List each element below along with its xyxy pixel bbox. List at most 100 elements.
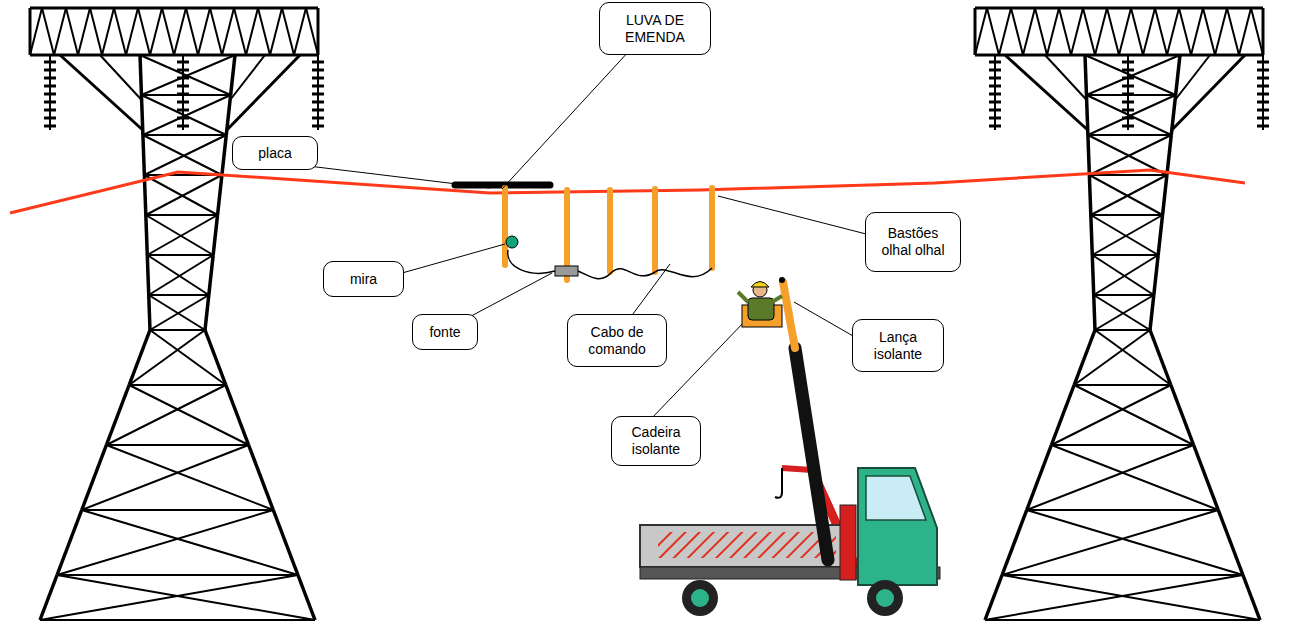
tower-strut [1002,510,1027,575]
tower-strut [106,445,273,510]
tower-strut [1023,8,1035,55]
tower-strut [1091,175,1167,215]
leader-lines [300,50,870,420]
tower-strut [209,255,213,295]
tower-strut [1167,8,1179,55]
tower-strut [999,8,1011,55]
callout-balloon: Lança isolante [852,319,944,372]
tower-strut [258,8,270,55]
tower-strut [82,510,298,575]
tower-strut [1257,101,1269,104]
tower-strut [1091,214,1163,216]
tower-strut [40,575,57,620]
truck [640,468,940,616]
callout-balloon: mira [323,261,404,297]
tower-strut [100,55,142,100]
tower-strut [1094,255,1158,295]
tower-strut [1227,8,1239,55]
tower-strut [144,135,226,175]
tower-strut [1095,330,1171,385]
tower-strut [1194,445,1219,510]
tower-strut [44,61,56,64]
tower-strut [231,55,235,95]
tower-strut [198,8,210,55]
tower-strut [1002,510,1218,575]
tower-strut [1027,445,1194,510]
tower-strut [40,619,315,621]
tower-strut [177,109,189,112]
tower-strut [106,444,248,446]
tower-strut [312,77,324,80]
tower-strut [1088,134,1171,136]
tower-strut [150,330,226,385]
tower-strut [1092,215,1162,255]
tower-strut [230,55,265,100]
tower-strut [57,575,315,620]
tower-strut [1092,254,1158,256]
tower-strut [1122,125,1134,128]
tower-strut [989,93,1001,96]
tower-strut [82,445,249,510]
tower-strut [1094,295,1095,330]
tower-strut [312,125,324,128]
tower-strut [177,125,189,128]
tower-strut [149,295,150,330]
tower-strut [57,510,82,575]
tower-strut [234,8,246,55]
tower-strut [1257,125,1269,128]
tower-strut [1027,510,1243,575]
tower-strut [177,85,189,88]
tower-strut [1045,55,1087,100]
tower-strut [987,8,999,55]
callout-balloon: placa [232,136,318,170]
tower-strut [312,109,324,112]
tower-strut [1257,85,1269,88]
tower-strut [1092,255,1093,295]
tower-strut [1171,95,1175,135]
tower-strut [205,295,209,330]
tower-strut [1035,8,1047,55]
tower-strut [44,117,56,120]
tower-strut [1179,8,1191,55]
tower-strut [312,101,324,104]
tower-strut [141,95,142,135]
tower-strut [312,61,324,64]
tower-strut [140,55,141,95]
tower-strut [1257,117,1269,120]
tower-strut [222,8,234,55]
tower-strut [126,8,138,55]
tower-strut [306,8,318,55]
tower-strut [140,54,235,56]
tower-strut [146,215,147,255]
tower-strut [42,8,54,55]
tower-strut [1086,94,1175,96]
tower-strut [143,95,231,135]
callout-text: fonte [429,324,460,341]
tower-strut [1122,61,1134,64]
tower-strut [1086,55,1180,95]
tower-strut [1011,8,1023,55]
tower-strut [1175,55,1210,100]
tower-strut [1251,8,1263,55]
tower-strut [147,215,217,255]
callout-balloon: fonte [412,314,478,350]
tower-strut [1051,385,1170,445]
tower-strut [1122,85,1134,88]
tower-strut [298,575,315,620]
worker [738,282,782,328]
tower-strut [989,125,1001,128]
tower-strut [249,445,274,510]
tower-strut [143,135,144,175]
tower-strut [270,8,282,55]
tower-strut [282,8,294,55]
tower-strut [218,175,222,215]
tower-strut [1167,135,1171,175]
tower-strut [312,117,324,120]
tower-strut [1154,255,1158,295]
tower-strut [102,8,114,55]
callout-balloon: LUVA DE EMENDA [599,2,711,55]
tower-strut [226,95,230,135]
tower-strut [82,445,107,510]
